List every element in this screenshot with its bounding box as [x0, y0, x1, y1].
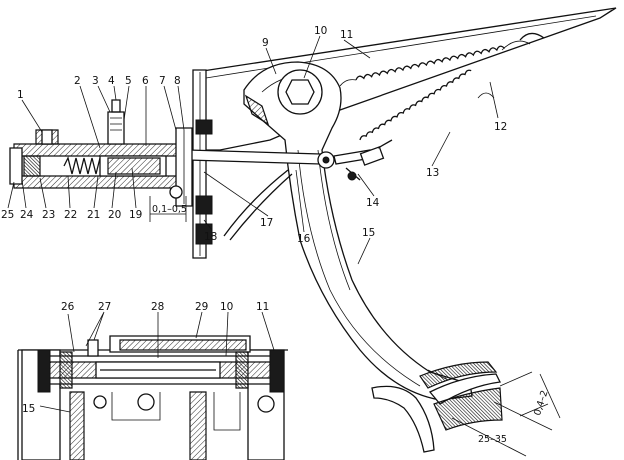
- label-16: 16: [297, 233, 311, 245]
- label-28: 28: [151, 301, 164, 313]
- label-2: 2: [74, 75, 81, 87]
- label-15: 15: [362, 227, 375, 239]
- label-10b: 10: [220, 301, 233, 313]
- part-labels: 1 2 3 4 5 6 7 8 9 10 11 12 13 14 15 16 1…: [1, 25, 507, 415]
- push-rod: [187, 149, 373, 169]
- label-9: 9: [262, 37, 269, 49]
- label-29: 29: [195, 301, 208, 313]
- label-15b: 15: [22, 403, 35, 415]
- pedal-dimensions: [451, 371, 561, 457]
- label-6: 6: [142, 75, 149, 87]
- full-travel-dimension: 25–35: [478, 434, 507, 445]
- label-26: 26: [61, 301, 75, 313]
- pedal-pad-ghost: [371, 385, 435, 453]
- return-spring-12: [339, 32, 545, 87]
- label-23: 23: [42, 209, 55, 221]
- label-7: 7: [159, 75, 166, 87]
- servo-spring-13: [359, 69, 495, 141]
- detail-view: [17, 335, 288, 460]
- master-cylinder: [9, 99, 293, 245]
- label-1: 1: [17, 89, 24, 101]
- label-24: 24: [20, 209, 34, 221]
- free-travel-dimension: 0,4–2: [532, 389, 550, 417]
- leader-lines: [7, 35, 499, 413]
- label-4: 4: [108, 75, 115, 87]
- label-3: 3: [92, 75, 99, 87]
- stop-switch: [345, 139, 393, 181]
- label-13: 13: [426, 167, 439, 179]
- label-5: 5: [125, 75, 132, 87]
- label-14: 14: [366, 197, 380, 209]
- label-11: 11: [340, 29, 353, 41]
- pedal-pad: [419, 361, 503, 431]
- label-19: 19: [129, 209, 142, 221]
- label-18: 18: [204, 231, 217, 243]
- label-25: 25: [1, 209, 14, 221]
- gap-dimension: 0,1–0,5: [152, 204, 187, 215]
- label-22: 22: [64, 209, 77, 221]
- pedal-arm: [243, 61, 473, 401]
- label-21: 21: [87, 209, 100, 221]
- label-27: 27: [98, 301, 111, 313]
- label-12: 12: [494, 121, 507, 133]
- pedal-bracket: [192, 7, 617, 259]
- label-11b: 11: [256, 301, 269, 313]
- label-8: 8: [174, 75, 181, 87]
- label-20: 20: [108, 209, 121, 221]
- label-17: 17: [260, 217, 273, 229]
- label-10: 10: [314, 25, 327, 37]
